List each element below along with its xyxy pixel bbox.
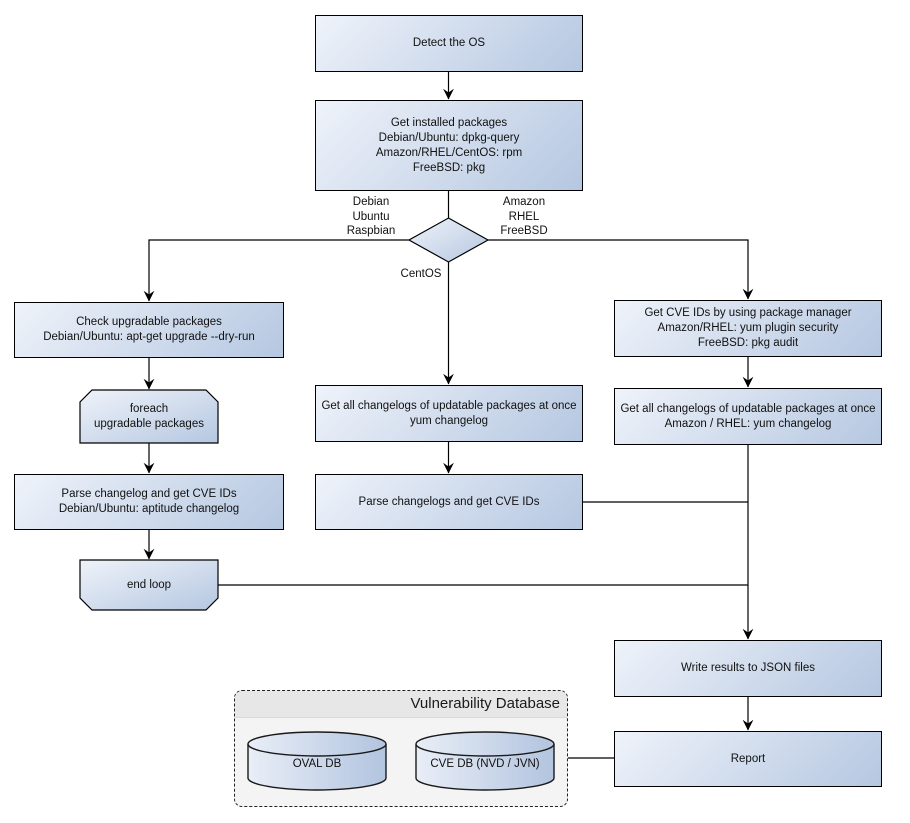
node-label: Write results to JSON files [681, 662, 815, 674]
node-label: Report [730, 752, 766, 765]
node-detect-os: Detect the OS [315, 15, 583, 72]
node-get-installed-packages: Get installed packages Debian/Ubuntu: dp… [315, 100, 583, 191]
node-write-results-json: Write results to JSON files [614, 640, 882, 697]
node-label: Check upgradable packages [76, 316, 222, 328]
node-label: Amazon/RHEL/CentOS: rpm [375, 146, 523, 159]
branch-label-debian: Debian Ubuntu Raspbian [330, 195, 412, 239]
edge-label-line: Debian [352, 196, 390, 208]
node-label: FreeBSD: pkg audit [697, 337, 799, 349]
node-parse-changelogs-centos: Parse changelogs and get CVE IDs [315, 474, 583, 530]
oval-db-label: OVAL DB [292, 758, 342, 770]
vulnerability-database-title: Vulnerability Database [235, 691, 567, 718]
node-label: Get all changelogs of updatable packages… [321, 399, 577, 412]
node-label: end loop [126, 578, 172, 591]
edge-label-line: FreeBSD [500, 225, 548, 237]
edge-label-line: RHEL [508, 210, 540, 223]
branch-label-centos: CentOS [381, 267, 461, 282]
node-label: Get CVE IDs by using package manager [644, 307, 852, 319]
branch-label-amazon: Amazon RHEL FreeBSD [483, 195, 565, 239]
node-parse-changelog-debian: Parse changelog and get CVE IDs Debian/U… [14, 474, 284, 530]
edge-label-line: Ubuntu [352, 210, 390, 223]
end-loop-label: end loop [80, 560, 218, 610]
node-label: yum changelog [410, 414, 488, 427]
flow-line-debian-branch [143, 239, 409, 302]
node-label: FreeBSD: pkg [412, 161, 486, 174]
foreach-loop-label: foreach upgradable packages [80, 390, 218, 443]
edge-label-line: Amazon [502, 196, 546, 208]
node-label: Get all changelogs of updatable packages… [620, 402, 876, 415]
node-label: Debian/Ubuntu: dpkg-query [378, 131, 520, 144]
flow-line-amazon-branch [488, 239, 754, 300]
os-decision-diamond [407, 217, 490, 263]
node-get-changelogs-amazon: Get all changelogs of updatable packages… [614, 388, 882, 445]
edge-label-line: CentOS [400, 268, 442, 280]
node-label: Parse changelogs and get CVE IDs [358, 495, 540, 508]
node-label: Amazon / RHEL: yum changelog [664, 417, 832, 430]
node-label: Debian/Ubuntu: aptitude changelog [58, 503, 240, 515]
node-check-upgradable-packages: Check upgradable packages Debian/Ubuntu:… [14, 302, 284, 358]
node-label: upgradable packages [94, 417, 204, 430]
node-get-changelogs-centos: Get all changelogs of updatable packages… [315, 385, 583, 442]
node-label: Get installed packages [390, 116, 508, 129]
node-label: Amazon/RHEL: yum plugin security [657, 322, 839, 334]
node-report: Report [614, 731, 882, 787]
node-label: foreach [129, 402, 169, 415]
node-label: Parse changelog and get CVE IDs [61, 488, 237, 500]
cve-db-label: CVE DB (NVD / JVN) [430, 758, 540, 770]
node-get-cve-ids-package-manager: Get CVE IDs by using package manager Ama… [614, 300, 882, 357]
node-label: Detect the OS [412, 37, 486, 49]
node-label: Debian/Ubuntu: apt-get upgrade --dry-run [43, 331, 255, 343]
edge-label-line: Raspbian [346, 225, 396, 237]
